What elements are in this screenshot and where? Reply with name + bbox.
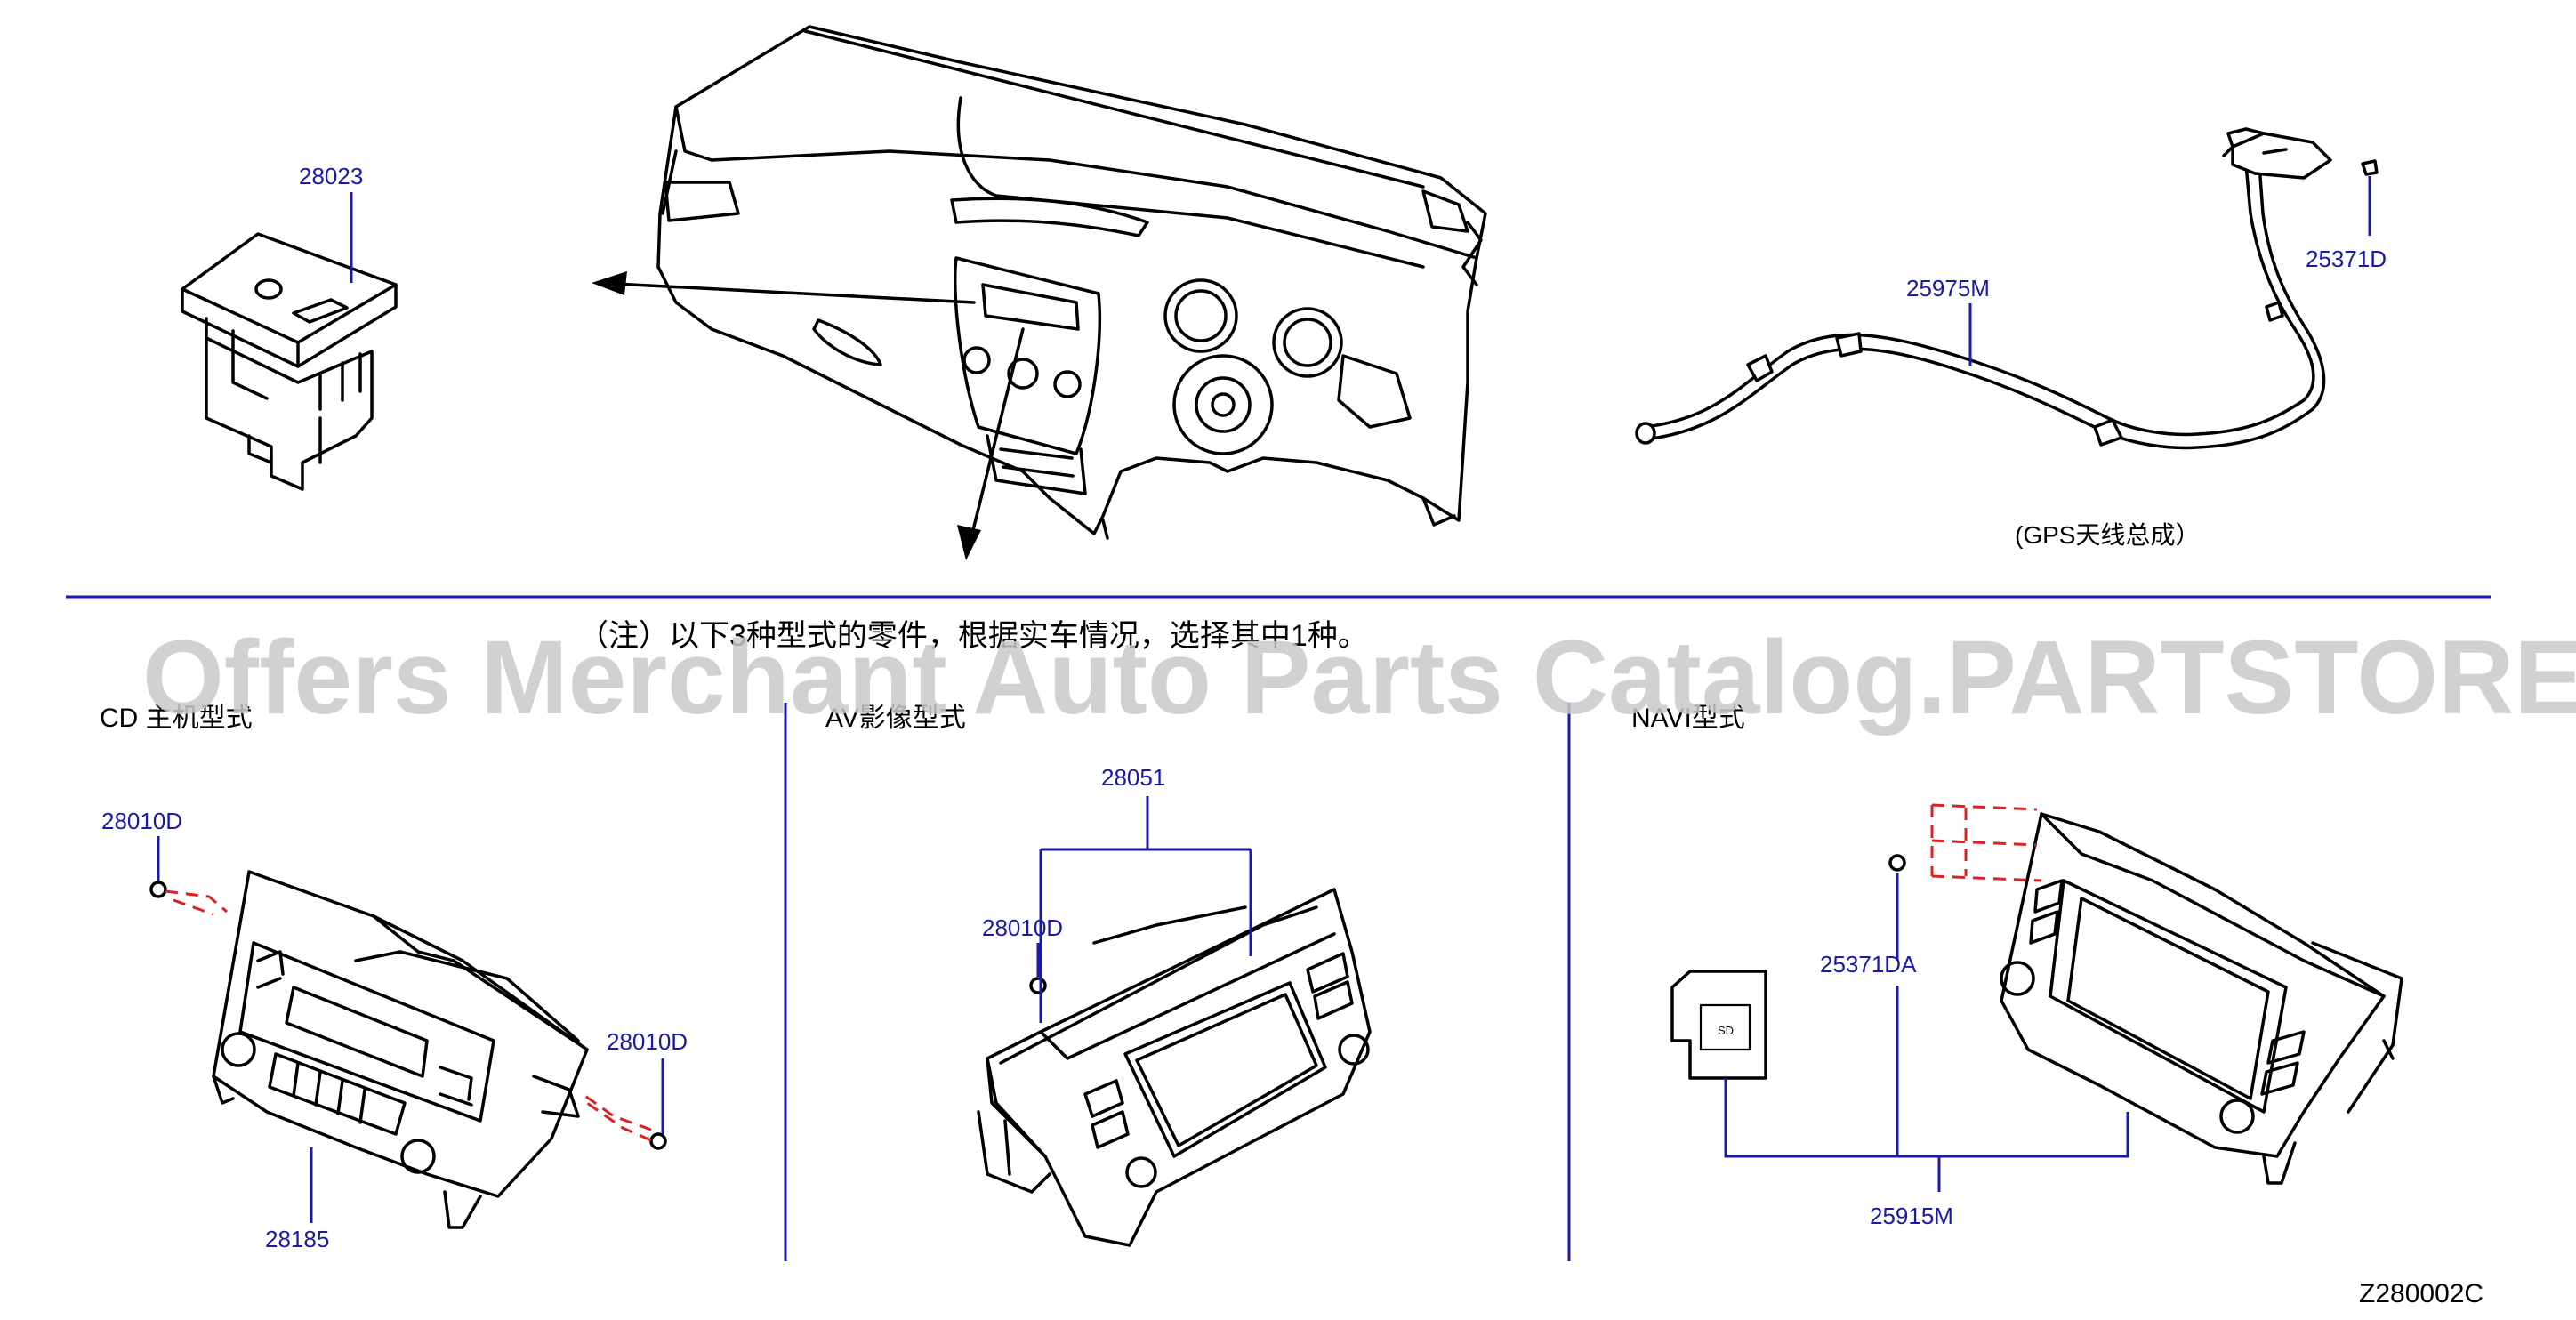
leader-25915M [1724,986,2129,1192]
fastener-cd-right [649,1132,667,1150]
part-number-25975M[interactable]: 25975M [1906,275,1990,302]
diagram-code: Z280002C [2359,1279,2483,1308]
navi-head-unit-illustration[interactable] [2000,812,2403,1185]
watermark-text: Offers Merchant Auto Parts Catalog.PARTS… [142,619,2576,736]
fastener-av [1029,977,1047,994]
direction-arrows [592,271,1025,560]
section-label-navi: NAVI型式 [1631,704,1745,733]
part-number-28051[interactable]: 28051 [1101,764,1165,791]
fastener-cd-left [149,881,167,898]
dashboard-illustration [656,25,1487,540]
sd-card-label: SD [1718,1024,1734,1037]
fastener-leader-cd-right [582,1092,652,1142]
part-number-28010D-cd-left[interactable]: 28010D [101,808,182,834]
fastener-leader-cd-left [165,889,228,916]
section-label-av: AV影像型式 [825,704,966,733]
part-number-28010D-cd-right[interactable]: 28010D [607,1028,688,1055]
section-label-cd: CD 主机型式 [100,704,253,733]
leader-28051 [1039,796,1252,1023]
part-number-28023[interactable]: 28023 [299,163,363,189]
sd-card-illustration[interactable]: SD [1670,970,1767,1080]
cd-head-unit-illustration[interactable] [212,870,589,1229]
gps-caption: (GPS天线总成） [2015,521,2200,549]
av-head-unit-illustration[interactable] [977,888,1372,1247]
part-number-28185[interactable]: 28185 [265,1226,329,1252]
part-number-28010D-av[interactable]: 28010D [982,914,1063,941]
fastener-leader-navi [1930,803,2042,882]
note-text: （注）以下3种型式的零件，根据实车情况，选择其中1种。 [578,619,1368,653]
part-number-25371D[interactable]: 25371D [2306,245,2387,272]
part-number-25371DA[interactable]: 25371DA [1820,951,1917,978]
fastener-navi [1888,854,1906,872]
usb-port-illustration[interactable] [181,232,398,491]
gps-antenna-illustration[interactable] [1635,127,2379,450]
part-number-25915M[interactable]: 25915M [1870,1203,1953,1229]
